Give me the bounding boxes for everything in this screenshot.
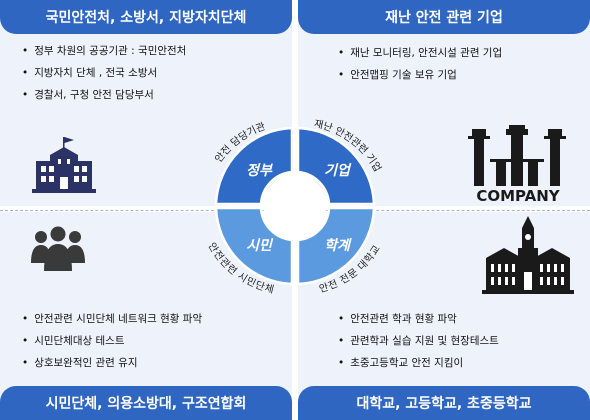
list-item: 재난 모니터링, 안전시설 관련 기업 xyxy=(338,42,502,64)
list-item: 상호보완적인 관련 유지 xyxy=(22,352,202,374)
segment-label-government: 정부 xyxy=(246,163,273,179)
list-item: 초중고등학교 안전 지킴이 xyxy=(338,352,499,374)
government-building-icon xyxy=(32,137,96,193)
list-item: 경찰서, 구청 안전 담당부서 xyxy=(22,84,186,106)
list-item: 안전관련 시민단체 네트워크 현황 파악 xyxy=(22,308,202,330)
government-list: 정부 차원의 공공기관 : 국민안전처 지방자치 단체 , 전국 소방서 경찰서… xyxy=(22,40,186,106)
list-item: 정부 차원의 공공기관 : 국민안전처 xyxy=(22,40,186,62)
company-logo-text: COMPANY xyxy=(476,187,560,205)
list-item: 시민단체대상 테스트 xyxy=(22,330,202,352)
list-item: 안전관련 학과 현황 파악 xyxy=(338,308,499,330)
university-building-icon xyxy=(482,216,574,294)
segment-citizen xyxy=(214,206,294,286)
list-item: 안전맵핑 기술 보유 기업 xyxy=(338,64,502,86)
list-item: 관련학과 실습 지원 및 현장테스트 xyxy=(338,330,499,352)
academia-title: 대학교, 고등학교, 초중등학교 xyxy=(298,386,590,420)
government-title: 국민안전처, 소방서, 지방자치단체 xyxy=(0,0,292,34)
segment-government xyxy=(214,126,294,206)
citizen-list: 안전관련 시민단체 네트워크 현황 파악 시민단체대상 테스트 상호보완적인 관… xyxy=(22,308,202,374)
academia-list: 안전관련 학과 현황 파악 관련학과 실습 지원 및 현장테스트 초중고등학교 … xyxy=(338,308,499,374)
company-logo: COMPANY xyxy=(468,125,566,205)
segment-academia xyxy=(296,206,376,286)
citizen-title: 시민단체, 의용소방대, 구조연합회 xyxy=(0,386,292,420)
company-title: 재난 안전 관련 기업 xyxy=(298,0,590,34)
company-list: 재난 모니터링, 안전시설 관련 기업 안전맵핑 기술 보유 기업 xyxy=(338,42,502,86)
segment-label-academia: 학계 xyxy=(324,238,352,254)
wheel-center xyxy=(265,176,325,236)
list-item: 지방자치 단체 , 전국 소방서 xyxy=(22,62,186,84)
segment-company xyxy=(296,126,376,206)
segment-label-citizen: 시민 xyxy=(246,238,274,254)
segment-label-company: 기업 xyxy=(324,163,352,179)
people-group-icon xyxy=(31,226,85,271)
